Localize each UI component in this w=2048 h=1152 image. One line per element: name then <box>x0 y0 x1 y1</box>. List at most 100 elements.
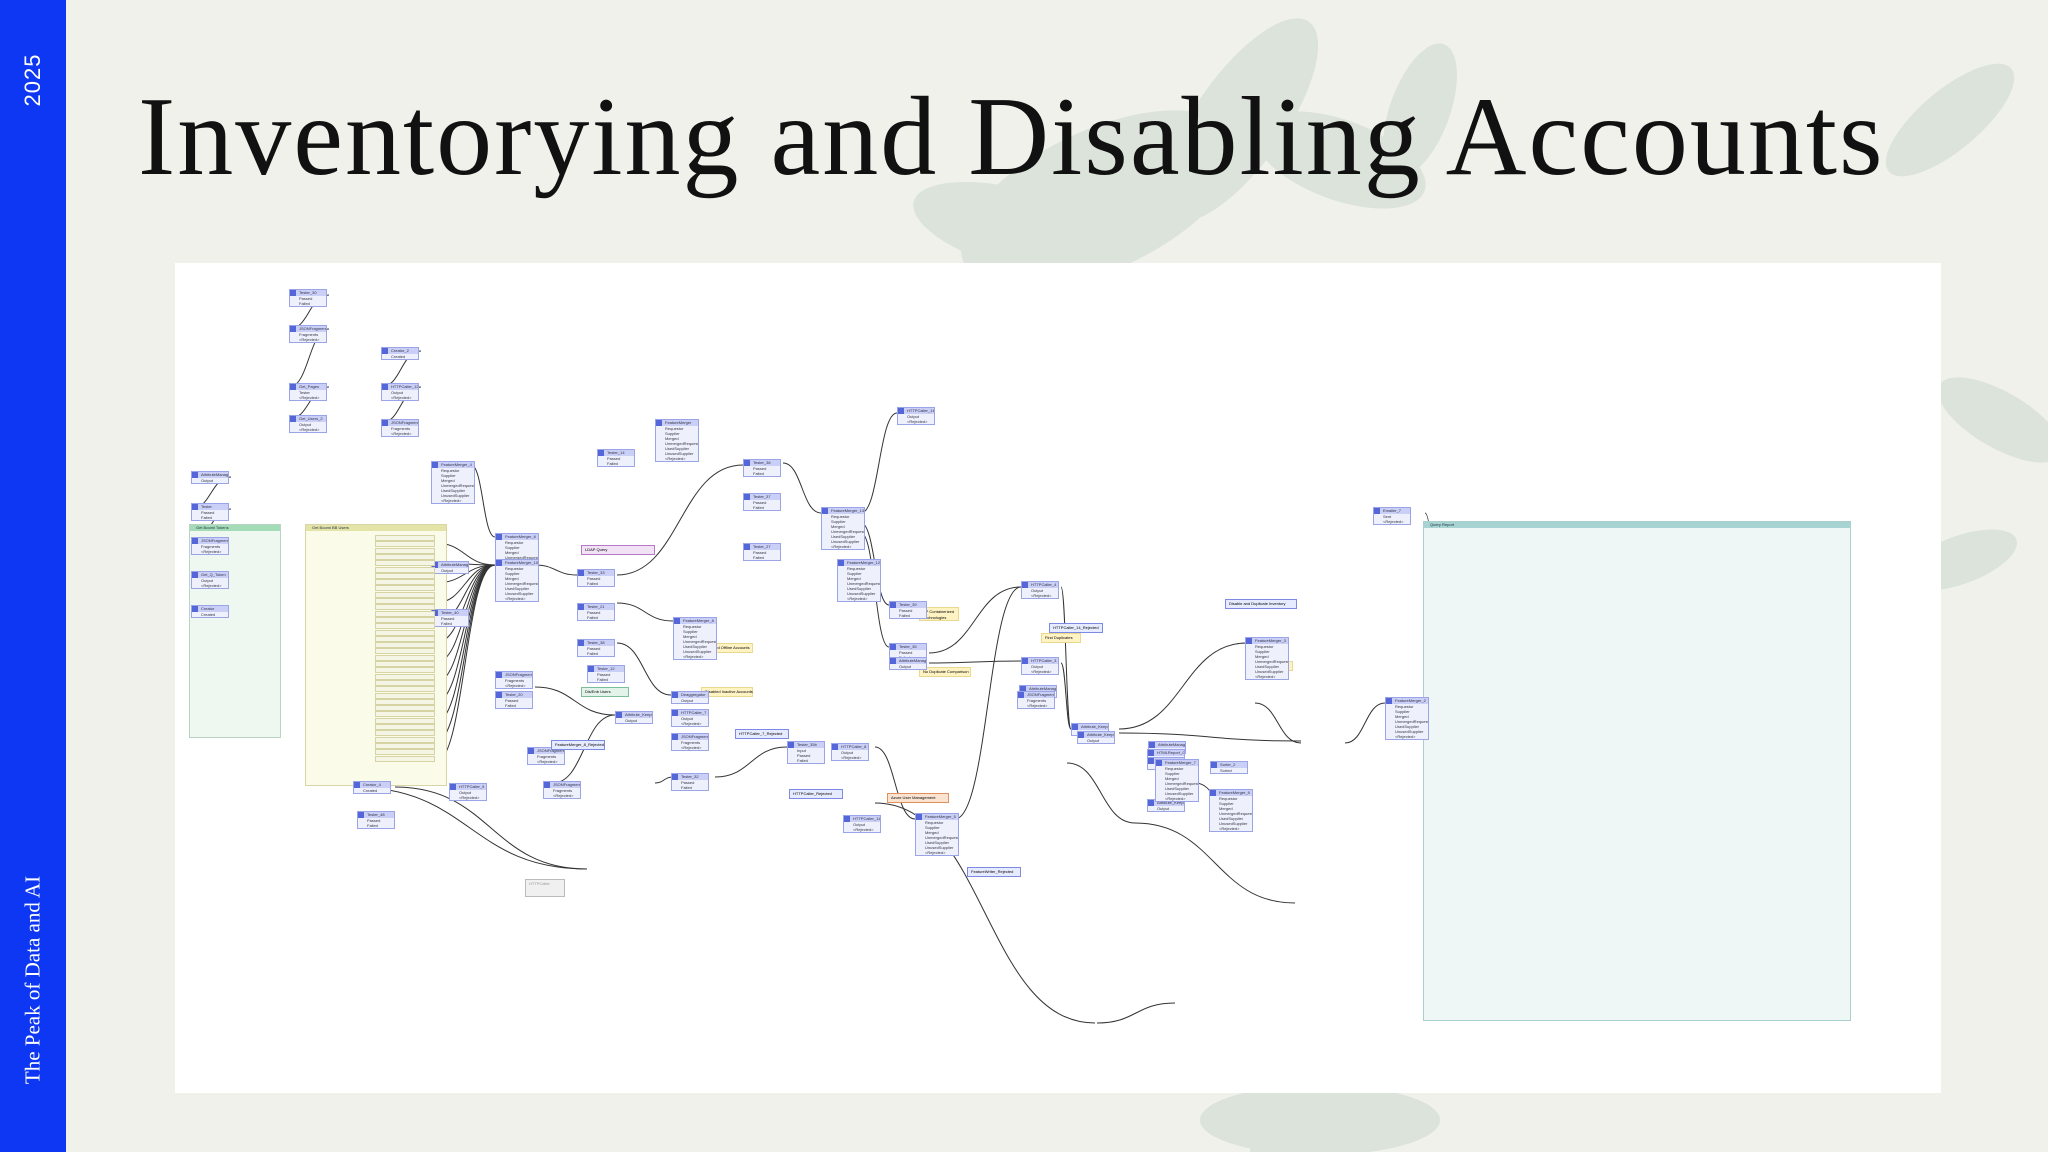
output-port[interactable]: Output <box>391 390 404 395</box>
output-port[interactable]: <Rejected> <box>925 850 946 855</box>
output-port[interactable]: <Rejected> <box>299 395 320 400</box>
output-port[interactable]: Failed <box>587 581 598 586</box>
output-port[interactable]: <Rejected> <box>299 337 320 342</box>
output-port[interactable]: <Rejected> <box>505 683 526 688</box>
output-port[interactable]: Passed <box>587 576 601 581</box>
output-port[interactable]: UnusedSupplier <box>847 591 876 596</box>
output-port[interactable]: <Rejected> <box>681 745 702 750</box>
rejected-output[interactable]: HTTPCaller_7_Rejected <box>735 729 789 739</box>
output-port[interactable]: Merged <box>665 436 679 441</box>
output-port[interactable]: <Rejected> <box>553 793 574 798</box>
output-port[interactable]: Passed <box>899 608 913 613</box>
output-port[interactable]: Passed <box>505 698 519 703</box>
output-port[interactable]: Merged <box>847 576 861 581</box>
output-port[interactable]: Requestor <box>683 624 702 629</box>
transformer-node[interactable]: Attribute_Keeper_42Output <box>1077 731 1115 744</box>
output-port[interactable]: Failed <box>505 703 516 708</box>
output-port[interactable]: Requestor <box>1165 766 1184 771</box>
output-port[interactable]: <Rejected> <box>831 544 852 549</box>
transformer-node[interactable]: JSONFragmenter_76Fragments<Rejected> <box>289 325 327 343</box>
output-port[interactable]: Output <box>201 478 214 483</box>
output-port[interactable]: UnusedSupplier <box>505 591 534 596</box>
transformer-node[interactable]: JSONFragmenter_75Fragments<Rejected> <box>671 733 709 751</box>
output-port[interactable]: Supplier <box>441 473 456 478</box>
output-port[interactable]: <Rejected> <box>1031 669 1052 674</box>
output-port[interactable]: Fragments <box>201 544 221 549</box>
output-port[interactable]: Supplier <box>1219 801 1234 806</box>
output-port[interactable]: Requestor <box>925 820 944 825</box>
output-port[interactable]: Passed <box>587 610 601 615</box>
output-port[interactable]: Output <box>853 822 866 827</box>
output-port[interactable]: UnusedSupplier <box>1165 791 1194 796</box>
output-port[interactable]: Passed <box>899 650 913 655</box>
output-port[interactable]: Sent <box>1383 514 1392 519</box>
output-port[interactable]: <Rejected> <box>201 583 222 588</box>
output-port[interactable]: UnusedSupplier <box>665 451 694 456</box>
output-port[interactable]: UsedSupplier <box>683 644 708 649</box>
output-port[interactable]: Created <box>391 354 406 359</box>
output-port[interactable]: <Rejected> <box>847 596 868 601</box>
output-port[interactable]: UnusedSupplier <box>683 649 712 654</box>
output-port[interactable]: Output <box>907 414 920 419</box>
output-port[interactable]: Passed <box>753 466 767 471</box>
transformer-node[interactable]: JSONFragmenter_2Fragments<Rejected> <box>1017 691 1055 709</box>
output-port[interactable]: Supplier <box>1395 709 1410 714</box>
output-port[interactable]: UnusedSupplier <box>1395 729 1424 734</box>
output-port[interactable]: <Rejected> <box>459 795 480 800</box>
output-port[interactable]: UnmergedRequestor <box>683 639 717 644</box>
output-port[interactable]: Output <box>1157 806 1170 811</box>
transformer-node[interactable]: JSONFragmenter_80Fragments<Rejected> <box>495 671 533 689</box>
output-port[interactable]: UnmergedRequestor <box>665 441 699 446</box>
output-port[interactable]: Failed <box>753 471 764 476</box>
output-port[interactable]: <Rejected> <box>201 549 222 554</box>
output-port[interactable]: UnmergedRequestor <box>441 483 475 488</box>
transformer-node[interactable]: JSONFragmenter_78Fragments<Rejected> <box>381 419 419 437</box>
output-port[interactable]: UsedSupplier <box>925 840 950 845</box>
output-port[interactable]: <Rejected> <box>1027 703 1048 708</box>
output-port[interactable]: Merged <box>1255 654 1269 659</box>
output-port[interactable]: Requestor <box>847 566 866 571</box>
output-port[interactable]: Sorted <box>1220 768 1232 773</box>
output-port[interactable]: Passed <box>597 672 611 677</box>
output-port[interactable]: Requestor <box>1219 796 1238 801</box>
output-port[interactable]: Passed <box>367 818 381 823</box>
transformer-node[interactable]: JSONFragmenter_74Fragments<Rejected> <box>527 747 565 765</box>
output-port[interactable]: Fragments <box>505 678 525 683</box>
output-port[interactable]: Failed <box>753 505 764 510</box>
output-port[interactable]: UsedSupplier <box>1219 816 1244 821</box>
output-port[interactable]: Passed <box>681 780 695 785</box>
output-port[interactable]: Output <box>1031 588 1044 593</box>
output-port[interactable]: Passed <box>607 456 621 461</box>
output-port[interactable]: UnusedSupplier <box>831 539 860 544</box>
output-port[interactable]: UsedSupplier <box>1395 724 1420 729</box>
output-port[interactable]: UnmergedRequestor <box>1395 719 1429 724</box>
output-port[interactable]: Output <box>299 422 312 427</box>
output-port[interactable]: Failed <box>597 677 608 682</box>
output-port[interactable]: Merged <box>683 634 697 639</box>
output-port[interactable]: <Rejected> <box>1395 734 1416 739</box>
